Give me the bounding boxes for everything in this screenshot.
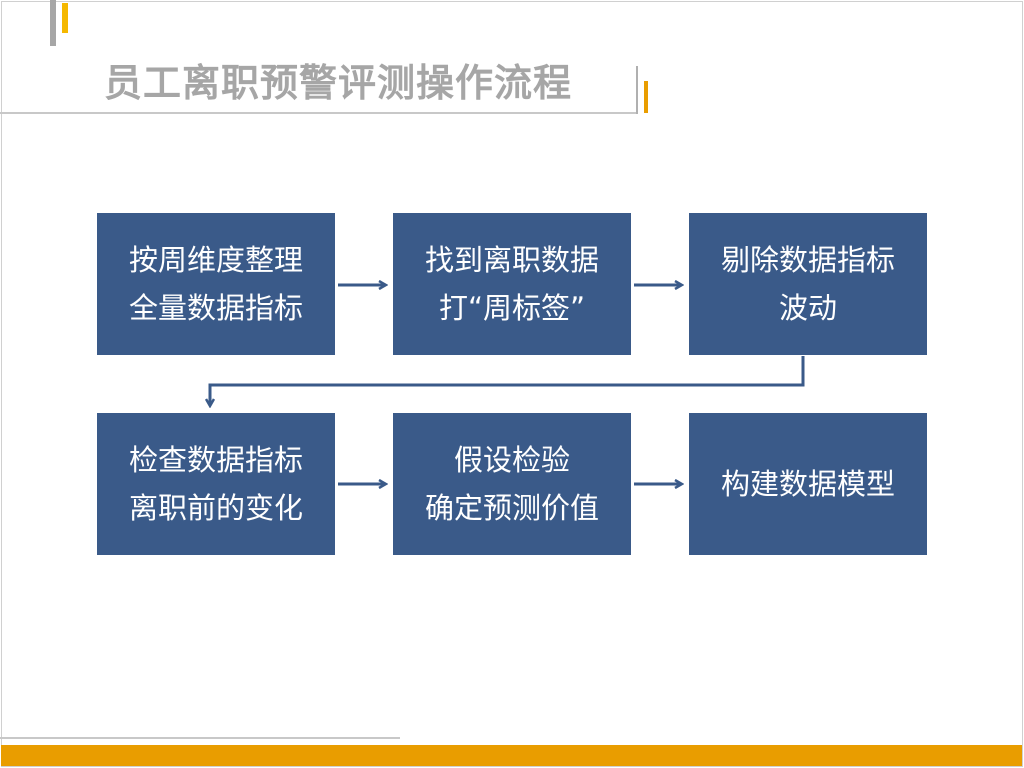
title-underline xyxy=(0,112,638,114)
step-box-3: 剔除数据指标 波动 xyxy=(689,213,927,355)
footer-orange-bar xyxy=(1,745,1022,766)
arrow-3-4 xyxy=(210,356,805,406)
title-right-bar xyxy=(636,66,638,114)
step-box-1: 按周维度整理 全量数据指标 xyxy=(97,213,335,355)
step-box-6: 构建数据模型 xyxy=(689,413,927,555)
footer-line xyxy=(0,737,400,739)
step-box-5: 假设检验 确定预测价值 xyxy=(393,413,631,555)
slide-title: 员工离职预警评测操作流程 xyxy=(104,61,573,105)
orange-accent-bar xyxy=(644,81,648,113)
yellow-accent-bar xyxy=(62,3,68,33)
step-box-4: 检查数据指标 离职前的变化 xyxy=(97,413,335,555)
step-box-2: 找到离职数据 打“周标签” xyxy=(393,213,631,355)
gray-accent-bar xyxy=(50,0,56,46)
